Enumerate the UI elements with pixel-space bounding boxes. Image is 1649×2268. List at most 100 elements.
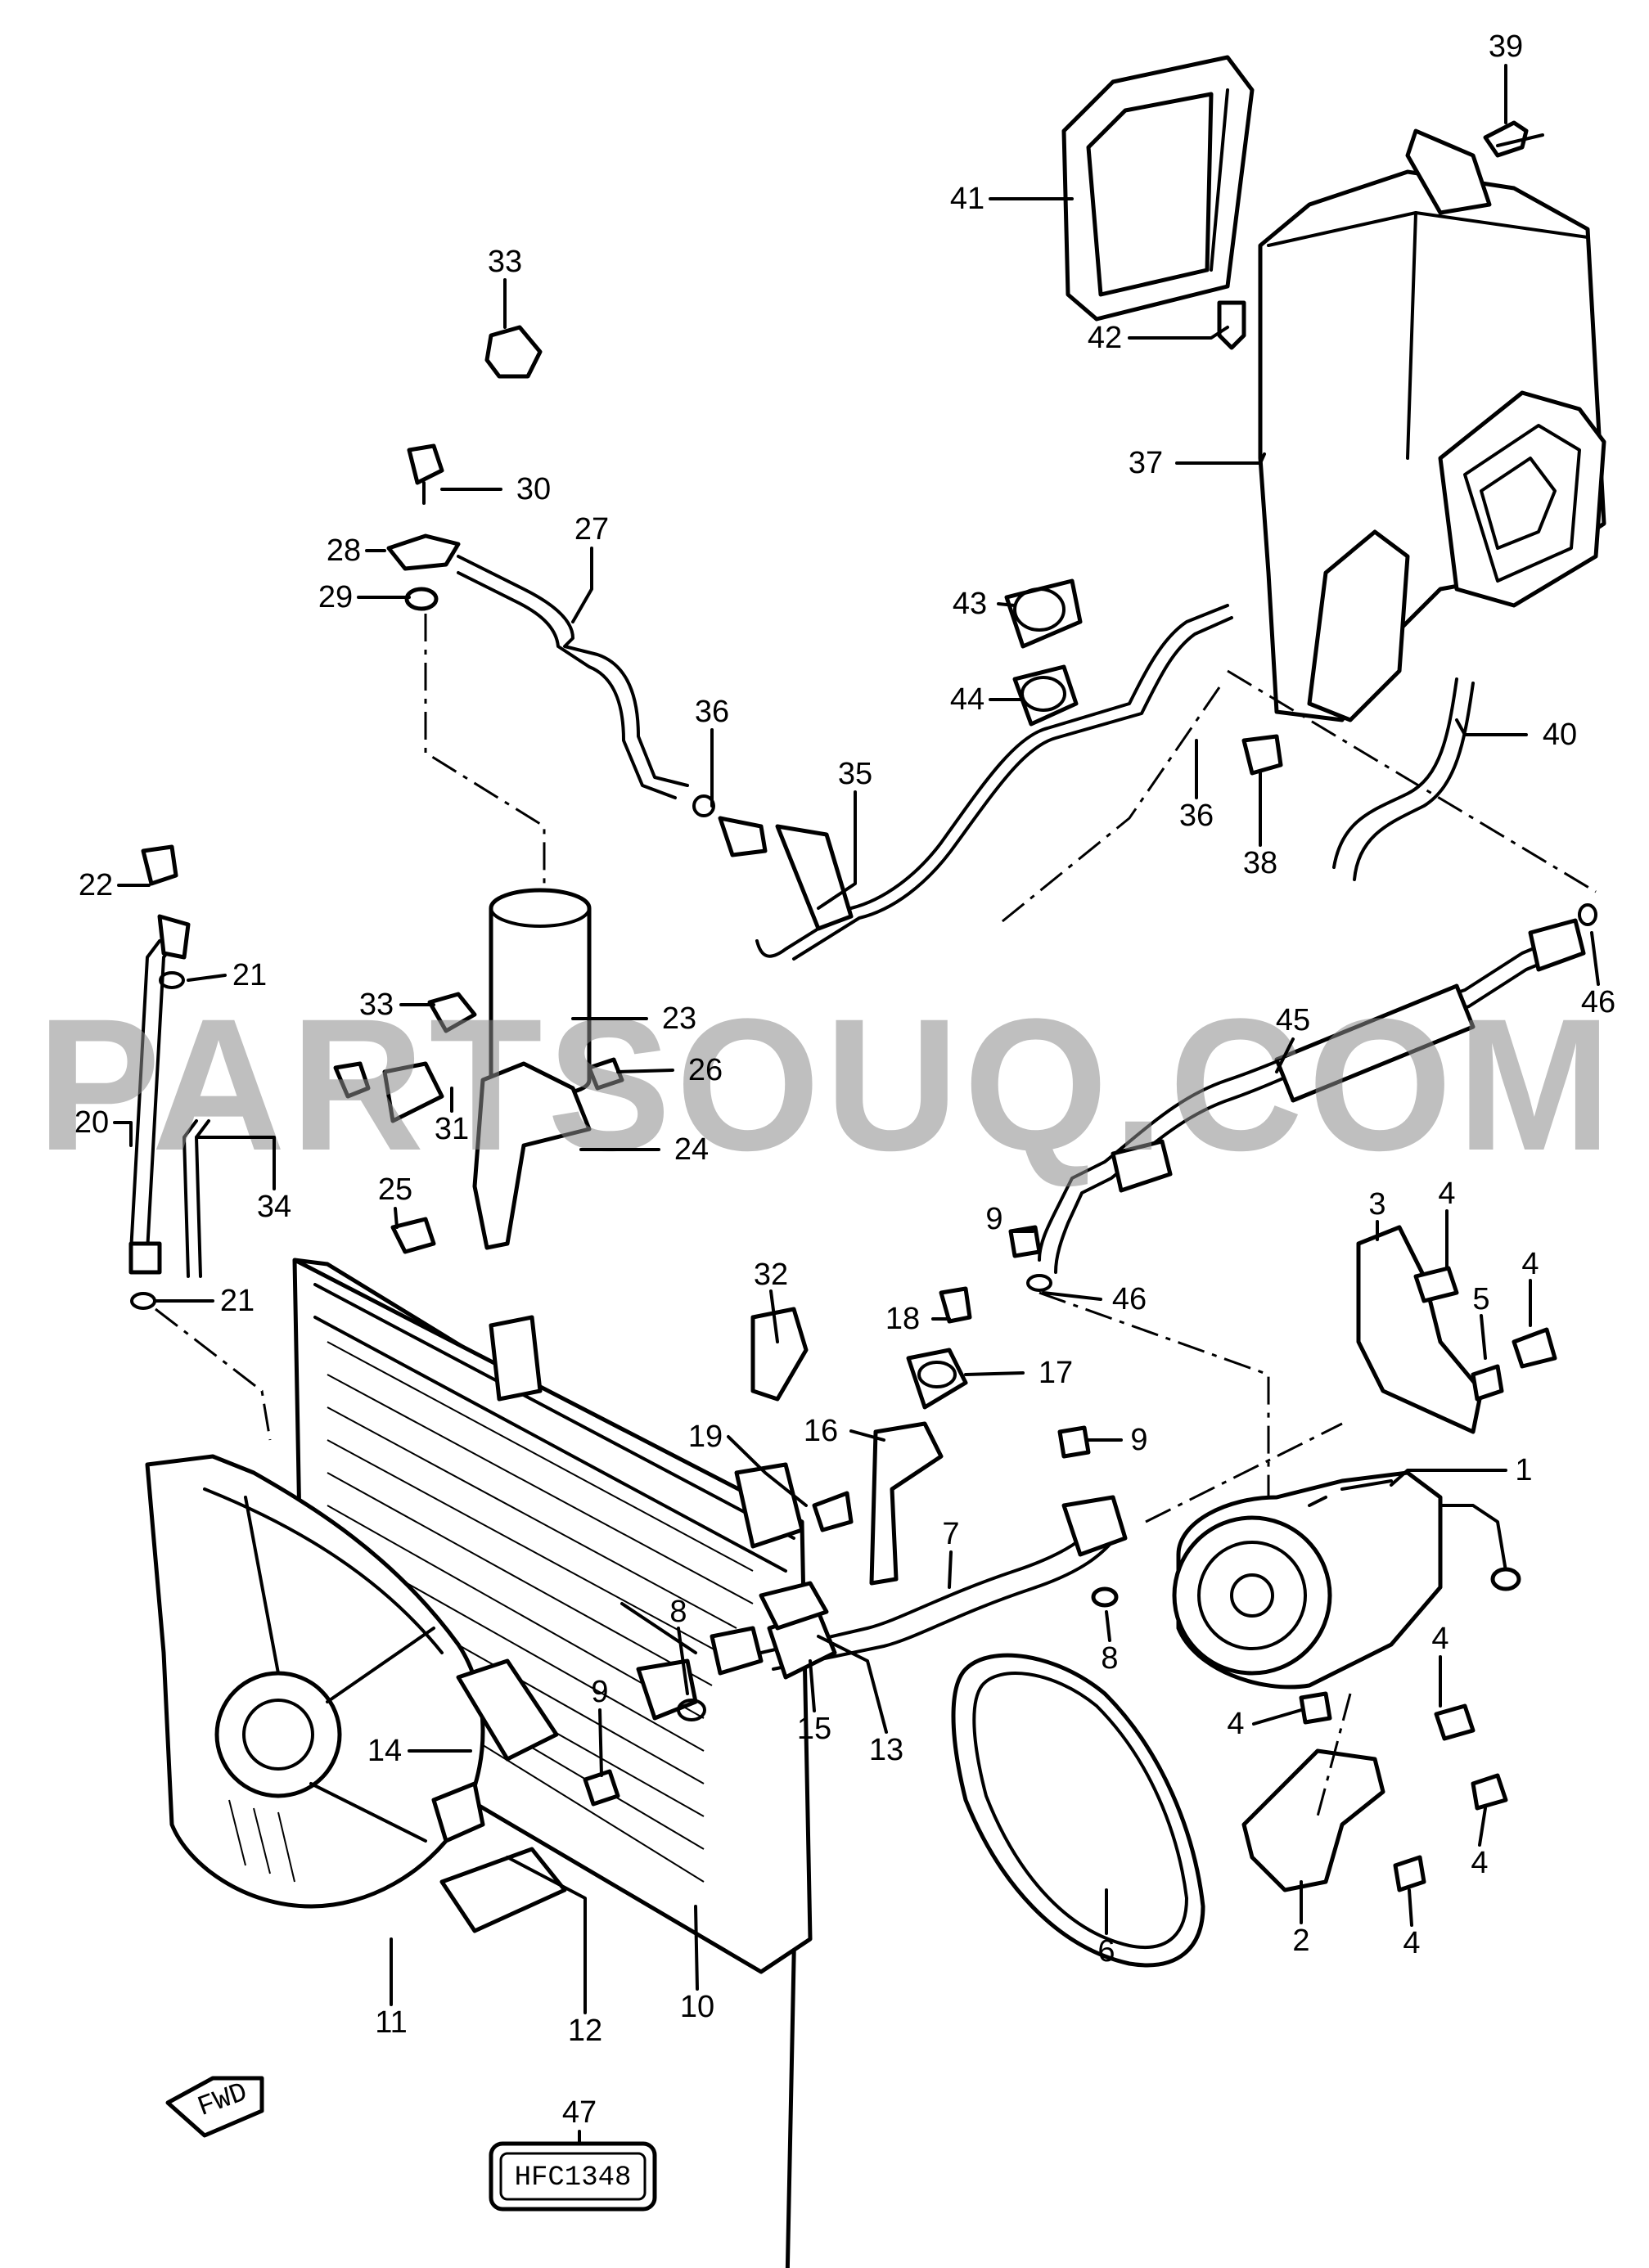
callout-label-7: 7 [942,1517,959,1551]
callout-label-2: 2 [1292,1924,1309,1958]
callout-label-33: 33 [359,988,394,1022]
callout-label-44: 44 [950,682,984,717]
callout-leader-16 [849,1429,885,1442]
bolts-9 [583,1225,1091,1807]
condenser-fan [145,1454,567,1933]
callout-label-32: 32 [754,1258,788,1292]
callout-label-26: 26 [688,1053,723,1087]
callout-leader-1 [1390,1469,1507,1487]
suction-pipe [755,604,1229,958]
callout-label-41: 41 [950,182,984,216]
callout-leader-7 [948,1550,953,1589]
callout-leader-19 [727,1435,808,1507]
callout-leader-27 [571,547,593,623]
callout-leader-15 [809,1659,816,1712]
callout-leader-4 [1408,1888,1413,1927]
callout-label-39: 39 [1489,29,1523,64]
callout-label-37: 37 [1129,446,1163,480]
callout-label-12: 12 [568,2014,602,2048]
callout-label-28: 28 [327,533,361,568]
callout-label-34: 34 [257,1190,291,1224]
condenser [292,1258,813,2268]
discharge-pipe [620,1495,1128,1721]
callout-label-4: 4 [1227,1707,1244,1741]
callout-label-19: 19 [688,1420,723,1454]
callout-label-38: 38 [1243,846,1277,880]
callout-leader-42 [1128,326,1229,340]
callout-leader-8 [677,1627,689,1695]
clamp-upper [484,325,543,379]
label-stamp: HFC1348 [489,2141,657,2212]
drive-belt [951,1653,1205,1968]
callout-leader-8 [1105,1610,1111,1642]
callout-label-42: 42 [1088,321,1122,355]
callout-label-46: 46 [1112,1282,1147,1316]
callout-label-4: 4 [1471,1846,1488,1880]
callout-leader-37 [1175,452,1266,465]
callout-label-36: 36 [1179,799,1214,833]
callout-label-46: 46 [1581,985,1615,1019]
callout-label-16: 16 [804,1414,838,1448]
callout-leader-25 [394,1207,399,1229]
callout-leader-4 [1252,1708,1303,1726]
callout-label-23: 23 [662,1001,696,1036]
callout-label-30: 30 [516,472,551,506]
stamp-code: HFC1348 [515,2162,632,2194]
callout-label-9: 9 [985,1202,1002,1236]
callout-leader-13 [817,1635,888,1734]
callout-label-21: 21 [232,958,267,992]
callout-leader-21 [187,974,227,982]
compressor-bracket [1356,1225,1484,1434]
compressor-bolts [1299,1266,1557,1892]
condenser-pipe [128,844,210,1310]
compressor [1172,1470,1521,1690]
callout-label-25: 25 [378,1172,412,1207]
callout-leader-5 [1480,1314,1487,1360]
compressor-lower-bracket [1241,1748,1385,1892]
callout-label-43: 43 [953,587,987,621]
callout-leader-12 [506,1856,587,2014]
callout-leader-46 [1590,931,1600,986]
callout-label-11: 11 [375,2005,407,2040]
callout-leader-10 [694,1905,699,1991]
callout-label-4: 4 [1403,1926,1420,1960]
callout-label-13: 13 [869,1733,903,1767]
callout-label-10: 10 [680,1990,714,2024]
callout-label-20: 20 [74,1105,109,1140]
callout-label-31: 31 [435,1112,469,1146]
callout-label-8: 8 [669,1595,687,1629]
assembly-lines [155,614,1597,1817]
callout-leader-40 [1455,718,1528,736]
callout-label-14: 14 [367,1734,402,1768]
small-fasteners-top [1004,120,1544,776]
callout-label-6: 6 [1097,1934,1115,1969]
callout-leader-34 [195,1136,276,1190]
drier-bracket [472,1061,592,1250]
callout-leader-45 [1275,1037,1295,1073]
callout-leader-32 [769,1289,779,1343]
callout-label-17: 17 [1039,1356,1073,1390]
callout-label-4: 4 [1431,1622,1449,1656]
callout-label-45: 45 [1276,1003,1310,1037]
parts-artwork: FWD HFC1348 [128,55,1606,2268]
callout-label-47: 47 [562,2095,597,2130]
callout-label-15: 15 [797,1712,831,1746]
callout-label-33: 33 [488,245,522,279]
drain-hose [1332,677,1475,881]
evaporator-unit [1258,128,1606,722]
callout-label-8: 8 [1101,1641,1118,1676]
callout-label-4: 4 [1438,1177,1455,1211]
callout-label-24: 24 [674,1132,709,1167]
evaporator-duct-frame [1061,55,1255,322]
direction-marker: FWD [165,2076,264,2138]
liquid-pipe-upper [457,555,689,787]
callout-leader-46 [1042,1291,1102,1301]
hose-brackets [750,1286,972,1586]
callout-label-29: 29 [318,580,353,614]
callout-leader-20 [113,1121,133,1147]
callout-label-21: 21 [220,1284,255,1318]
callout-label-9: 9 [1130,1423,1147,1457]
callout-label-27: 27 [574,512,609,547]
